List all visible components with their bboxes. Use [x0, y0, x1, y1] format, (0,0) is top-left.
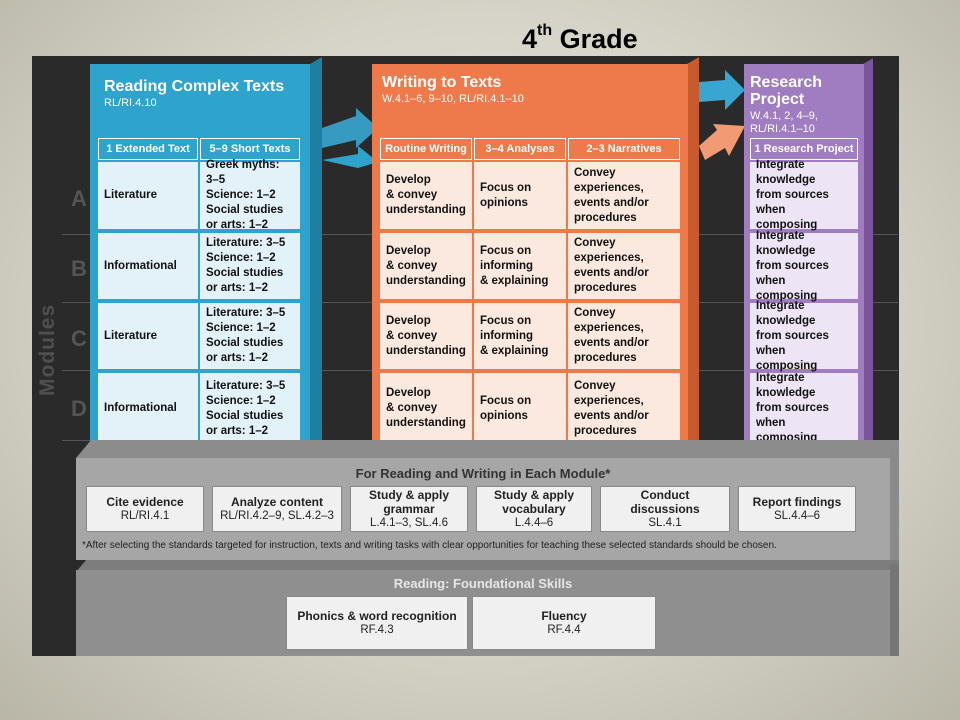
writing-cell: Convey experiences, events and/or proced… [568, 373, 680, 444]
writing-cell: Develop & convey understanding [380, 303, 472, 369]
foundational-platform: Reading: Foundational Skills Phonics & w… [76, 570, 890, 656]
research-cell: Integrate knowledge from sources when co… [750, 372, 858, 444]
writing-cell: Develop & convey understanding [380, 162, 472, 229]
writing-cell: Convey experiences, events and/or proced… [568, 233, 680, 299]
writing-cell: Convey experiences, events and/or proced… [568, 162, 680, 229]
reading-panel-side [310, 57, 322, 456]
writing-title: Writing to Texts W.4.1–6, 9–10, RL/RI.4.… [382, 74, 524, 105]
grade-title: 4th Grade [522, 22, 638, 54]
writing-cell: Focus on opinions [474, 373, 566, 444]
foundational-platform-side [890, 564, 899, 656]
row-letter-a: A [71, 186, 87, 211]
writing-cell: Focus on opinions [474, 162, 566, 229]
row-letter-c: C [71, 326, 87, 351]
reading-cell-extended: Literature [98, 303, 198, 369]
research-cell: Integrate knowledge from sources when co… [750, 230, 858, 302]
reading-header-extended: 1 Extended Text [98, 138, 198, 160]
writing-cell: Develop & convey understanding [380, 233, 472, 299]
writing-cell: Focus on informing & explaining [474, 233, 566, 299]
reading-cell-extended: Informational [98, 233, 198, 299]
writing-header-narratives: 2–3 Narratives [568, 138, 680, 160]
research-panel-side [863, 58, 873, 456]
module-platform-top [76, 440, 899, 458]
reading-title: Reading Complex Texts RL/RI.4.10 [104, 78, 285, 109]
research-grid: Integrate knowledge from sources when co… [750, 159, 858, 444]
reading-grid: Literature Greek myths: 3–5 Science: 1–2… [98, 159, 300, 444]
writing-panel: Writing to Texts W.4.1–6, 9–10, RL/RI.4.… [372, 64, 688, 454]
module-platform-title: For Reading and Writing in Each Module* [355, 466, 611, 481]
writing-cell: Focus on informing & explaining [474, 303, 566, 369]
reading-cell-extended: Literature [98, 162, 198, 229]
research-cell: Integrate knowledge from sources when co… [750, 159, 858, 231]
reading-header-short: 5–9 Short Texts [200, 138, 300, 160]
reading-panel: Reading Complex Texts RL/RI.4.10 1 Exten… [90, 64, 310, 454]
arrow-writing-to-research [699, 70, 745, 160]
arrow-reading-to-writing [322, 108, 378, 168]
writing-cell: Convey experiences, events and/or proced… [568, 303, 680, 369]
writing-header-routine: Routine Writing [380, 138, 472, 160]
writing-cell: Develop & convey understanding [380, 373, 472, 444]
module-platform: For Reading and Writing in Each Module* … [76, 458, 890, 560]
row-letter-b: B [71, 256, 87, 281]
research-header: 1 Research Project [750, 138, 858, 160]
reading-cell-short: Literature: 3–5 Science: 1–2 Social stud… [200, 373, 300, 444]
research-title: Research Project W.4.1, 2, 4–9, RL/RI.4.… [750, 74, 823, 135]
writing-grid: Develop & convey understanding Focus on … [380, 162, 680, 444]
reading-cell-short: Greek myths: 3–5 Science: 1–2 Social stu… [200, 159, 300, 231]
foundational-title: Reading: Foundational Skills [393, 576, 573, 591]
writing-header-analyses: 3–4 Analyses [474, 138, 566, 160]
reading-cell-short: Literature: 3–5 Science: 1–2 Social stud… [200, 233, 300, 299]
modules-axis-label: Modules [36, 303, 59, 396]
curriculum-diagram: Modules A B C D Reading Complex Texts RL… [32, 56, 899, 656]
reading-cell-short: Literature: 3–5 Science: 1–2 Social stud… [200, 303, 300, 369]
research-cell: Integrate knowledge from sources when co… [750, 300, 858, 372]
module-footnote: *After selecting the standards targeted … [82, 540, 777, 551]
writing-panel-side [687, 57, 699, 456]
research-panel: Research Project W.4.1, 2, 4–9, RL/RI.4.… [744, 64, 864, 454]
reading-cell-extended: Informational [98, 373, 198, 444]
row-letter-d: D [71, 396, 87, 421]
module-platform-side [890, 448, 899, 560]
